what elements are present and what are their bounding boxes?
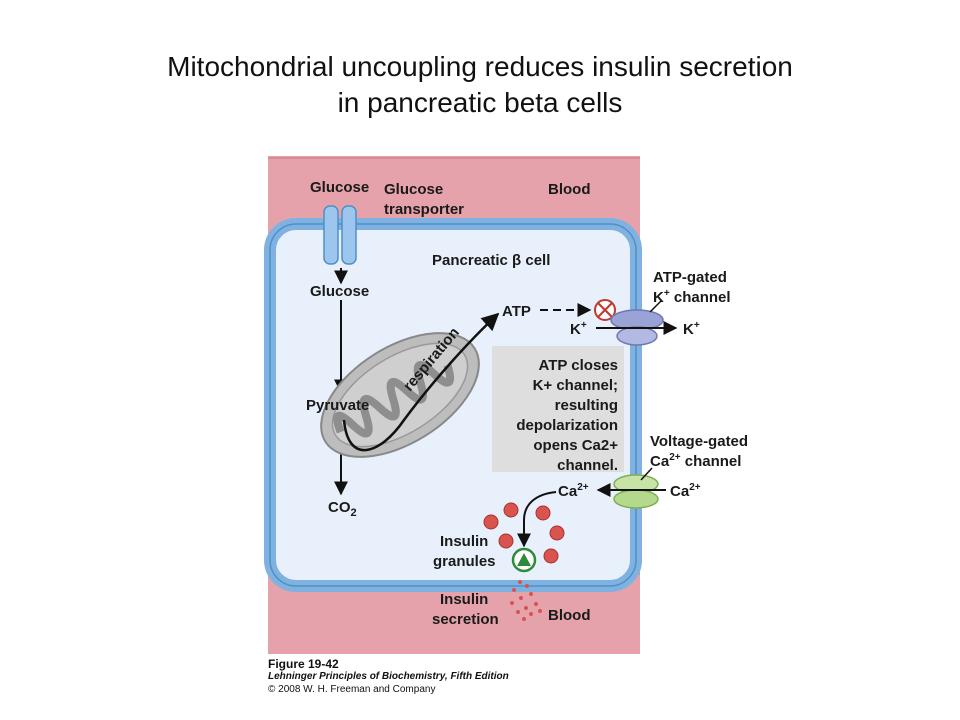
glucose-transporter-icon	[323, 205, 357, 265]
voltage-gated-ca-channel-icon	[613, 474, 659, 509]
note-line-2: K+ channel;	[533, 377, 618, 394]
k-inside-label: K+	[570, 320, 587, 338]
note-line-3: resulting	[555, 397, 618, 414]
glucose-inside-label: Glucose	[310, 283, 369, 300]
figure-number: Figure 19-42	[268, 657, 339, 671]
pancreatic-beta-cell-label: Pancreatic β cell	[432, 252, 550, 269]
atp-gated-k-channel-label-line2: K+ channel	[653, 288, 731, 306]
beta-cell-outline	[269, 223, 637, 587]
glucose-transporter-label-line1: Glucose	[384, 181, 443, 198]
blood-bottom-label: Blood	[548, 607, 591, 624]
insulin-secretion-label-line1: Insulin	[440, 591, 488, 608]
mechanism-note-box	[492, 346, 624, 472]
slide-title-line-1: Mitochondrial uncoupling reduces insulin…	[167, 51, 793, 82]
ca-outside-label: Ca2+	[670, 482, 701, 500]
atp-label: ATP	[502, 303, 531, 320]
note-line-5: opens Ca2+	[533, 437, 618, 454]
blood-top-label: Blood	[548, 181, 591, 198]
secreted-insulin-icon	[510, 580, 542, 621]
note-line-6: channel.	[557, 457, 618, 474]
voltage-gated-ca-channel-label-line2: Ca2+ channel	[650, 452, 741, 470]
respiration-arrow	[342, 312, 500, 452]
glucose-outside-label: Glucose	[310, 179, 369, 196]
mechanism-note-text: ATP closes K+ channel; resulting depolar…	[516, 357, 618, 474]
copyright-caption: © 2008 W. H. Freeman and Company	[268, 684, 436, 695]
mitochondrion-icon	[320, 332, 480, 458]
slide-title-line-2: in pancreatic beta cells	[337, 87, 623, 118]
note-line-4: depolarization	[516, 417, 618, 434]
voltage-gated-ca-channel-label-line1: Voltage-gated	[650, 433, 748, 450]
inhibition-icon	[594, 299, 616, 321]
atp-gated-k-channel-label-line1: ATP-gated	[653, 269, 727, 286]
note-line-1: ATP closes	[539, 357, 618, 374]
atp-gated-k-channel-icon	[610, 309, 664, 346]
ca-inside-label: Ca2+	[558, 482, 589, 500]
insulin-granules-label-line2: granules	[433, 553, 496, 570]
k-outside-label: K+	[683, 320, 700, 338]
k-channel-leader-line	[649, 299, 663, 313]
pyruvate-label: Pyruvate	[306, 397, 369, 414]
insulin-secretion-label-line2: secretion	[432, 611, 499, 628]
book-title-caption: Lehninger Principles of Biochemistry, Fi…	[268, 671, 509, 682]
fusing-granule-icon	[511, 547, 537, 573]
glucose-transporter-label-line2: transporter	[384, 201, 464, 218]
co2-label: CO2	[328, 499, 357, 519]
insulin-granules-label-line1: Insulin	[440, 533, 488, 550]
insulin-granules-icon	[483, 502, 565, 564]
ca-channel-leader-line	[640, 467, 653, 481]
ca-triggers-exocytosis-arrow	[517, 491, 557, 548]
